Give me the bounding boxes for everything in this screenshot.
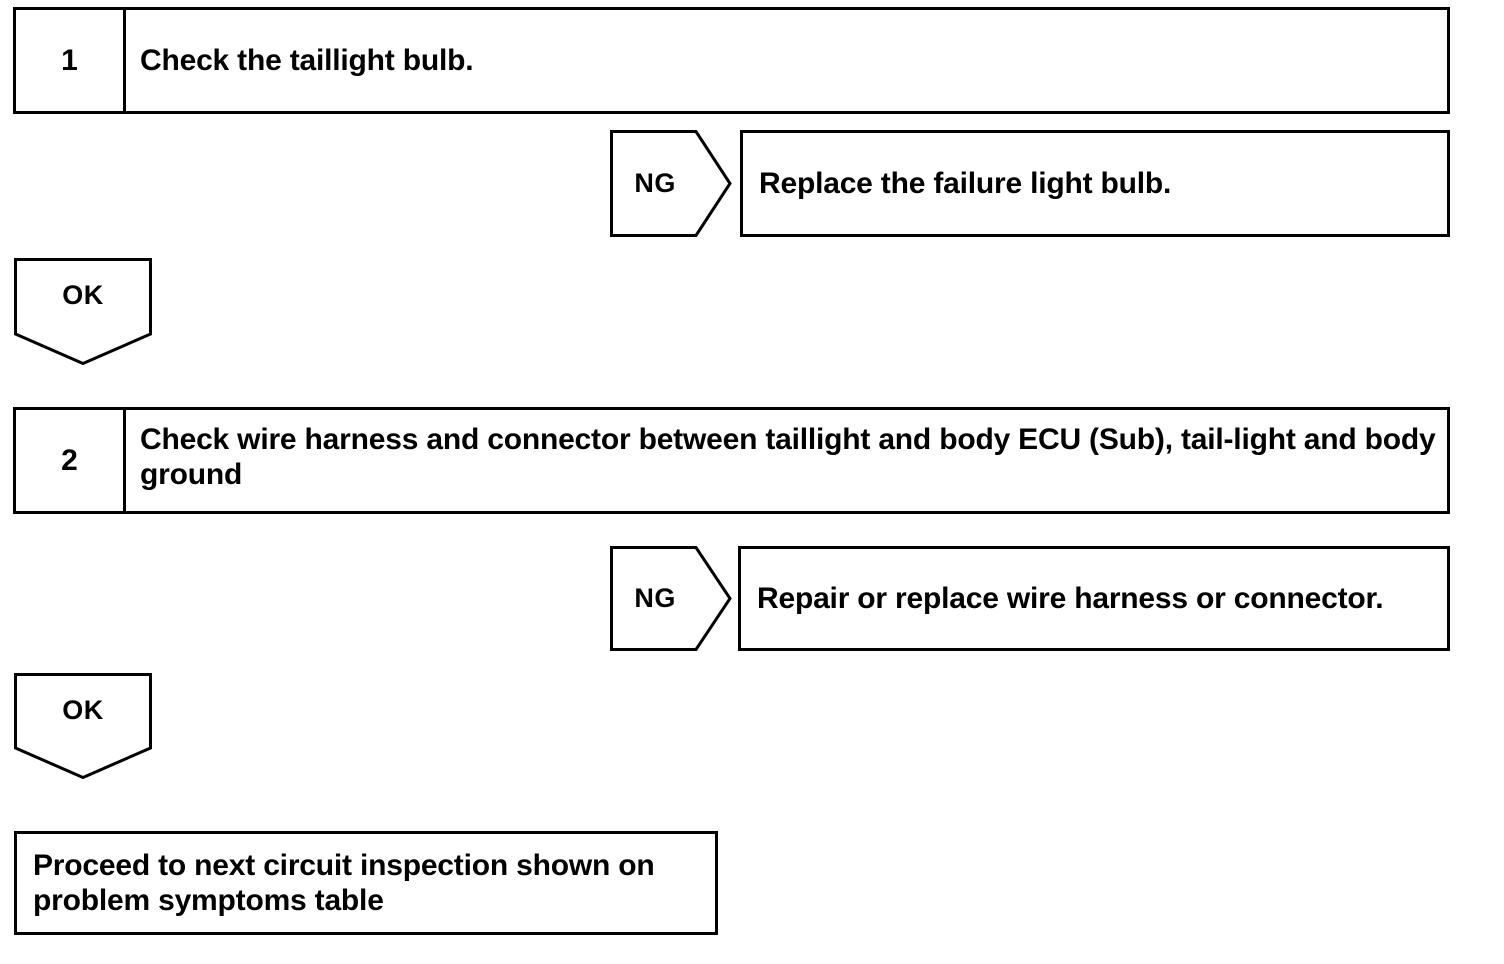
ng-result-box-1[interactable]: Replace the failure light bulb.: [740, 130, 1450, 237]
ok-arrow-1[interactable]: OK: [14, 258, 152, 365]
ok-arrow-2[interactable]: OK: [14, 673, 152, 779]
ng-arrow-2[interactable]: NG: [610, 546, 732, 651]
step-number-1: 1: [16, 10, 126, 111]
step-number-2: 2: [16, 410, 126, 511]
ok-arrow-1-label: OK: [62, 279, 104, 310]
step-box-1[interactable]: 1 Check the taillight bulb.: [13, 7, 1450, 114]
ng-arrow-1-label: NG: [634, 168, 676, 198]
ok-arrow-2-label: OK: [62, 694, 104, 725]
step-text-2: Check wire harness and connector between…: [140, 423, 1436, 492]
ng-result-box-2[interactable]: Repair or replace wire harness or connec…: [738, 546, 1450, 651]
step-box-2[interactable]: 2 Check wire harness and connector betwe…: [13, 407, 1450, 514]
ng-arrow-2-label: NG: [634, 583, 676, 613]
step-text-1: Check the taillight bulb.: [140, 43, 474, 77]
ng-arrow-1[interactable]: NG: [610, 130, 732, 237]
final-action-box[interactable]: Proceed to next circuit inspection shown…: [14, 831, 718, 935]
